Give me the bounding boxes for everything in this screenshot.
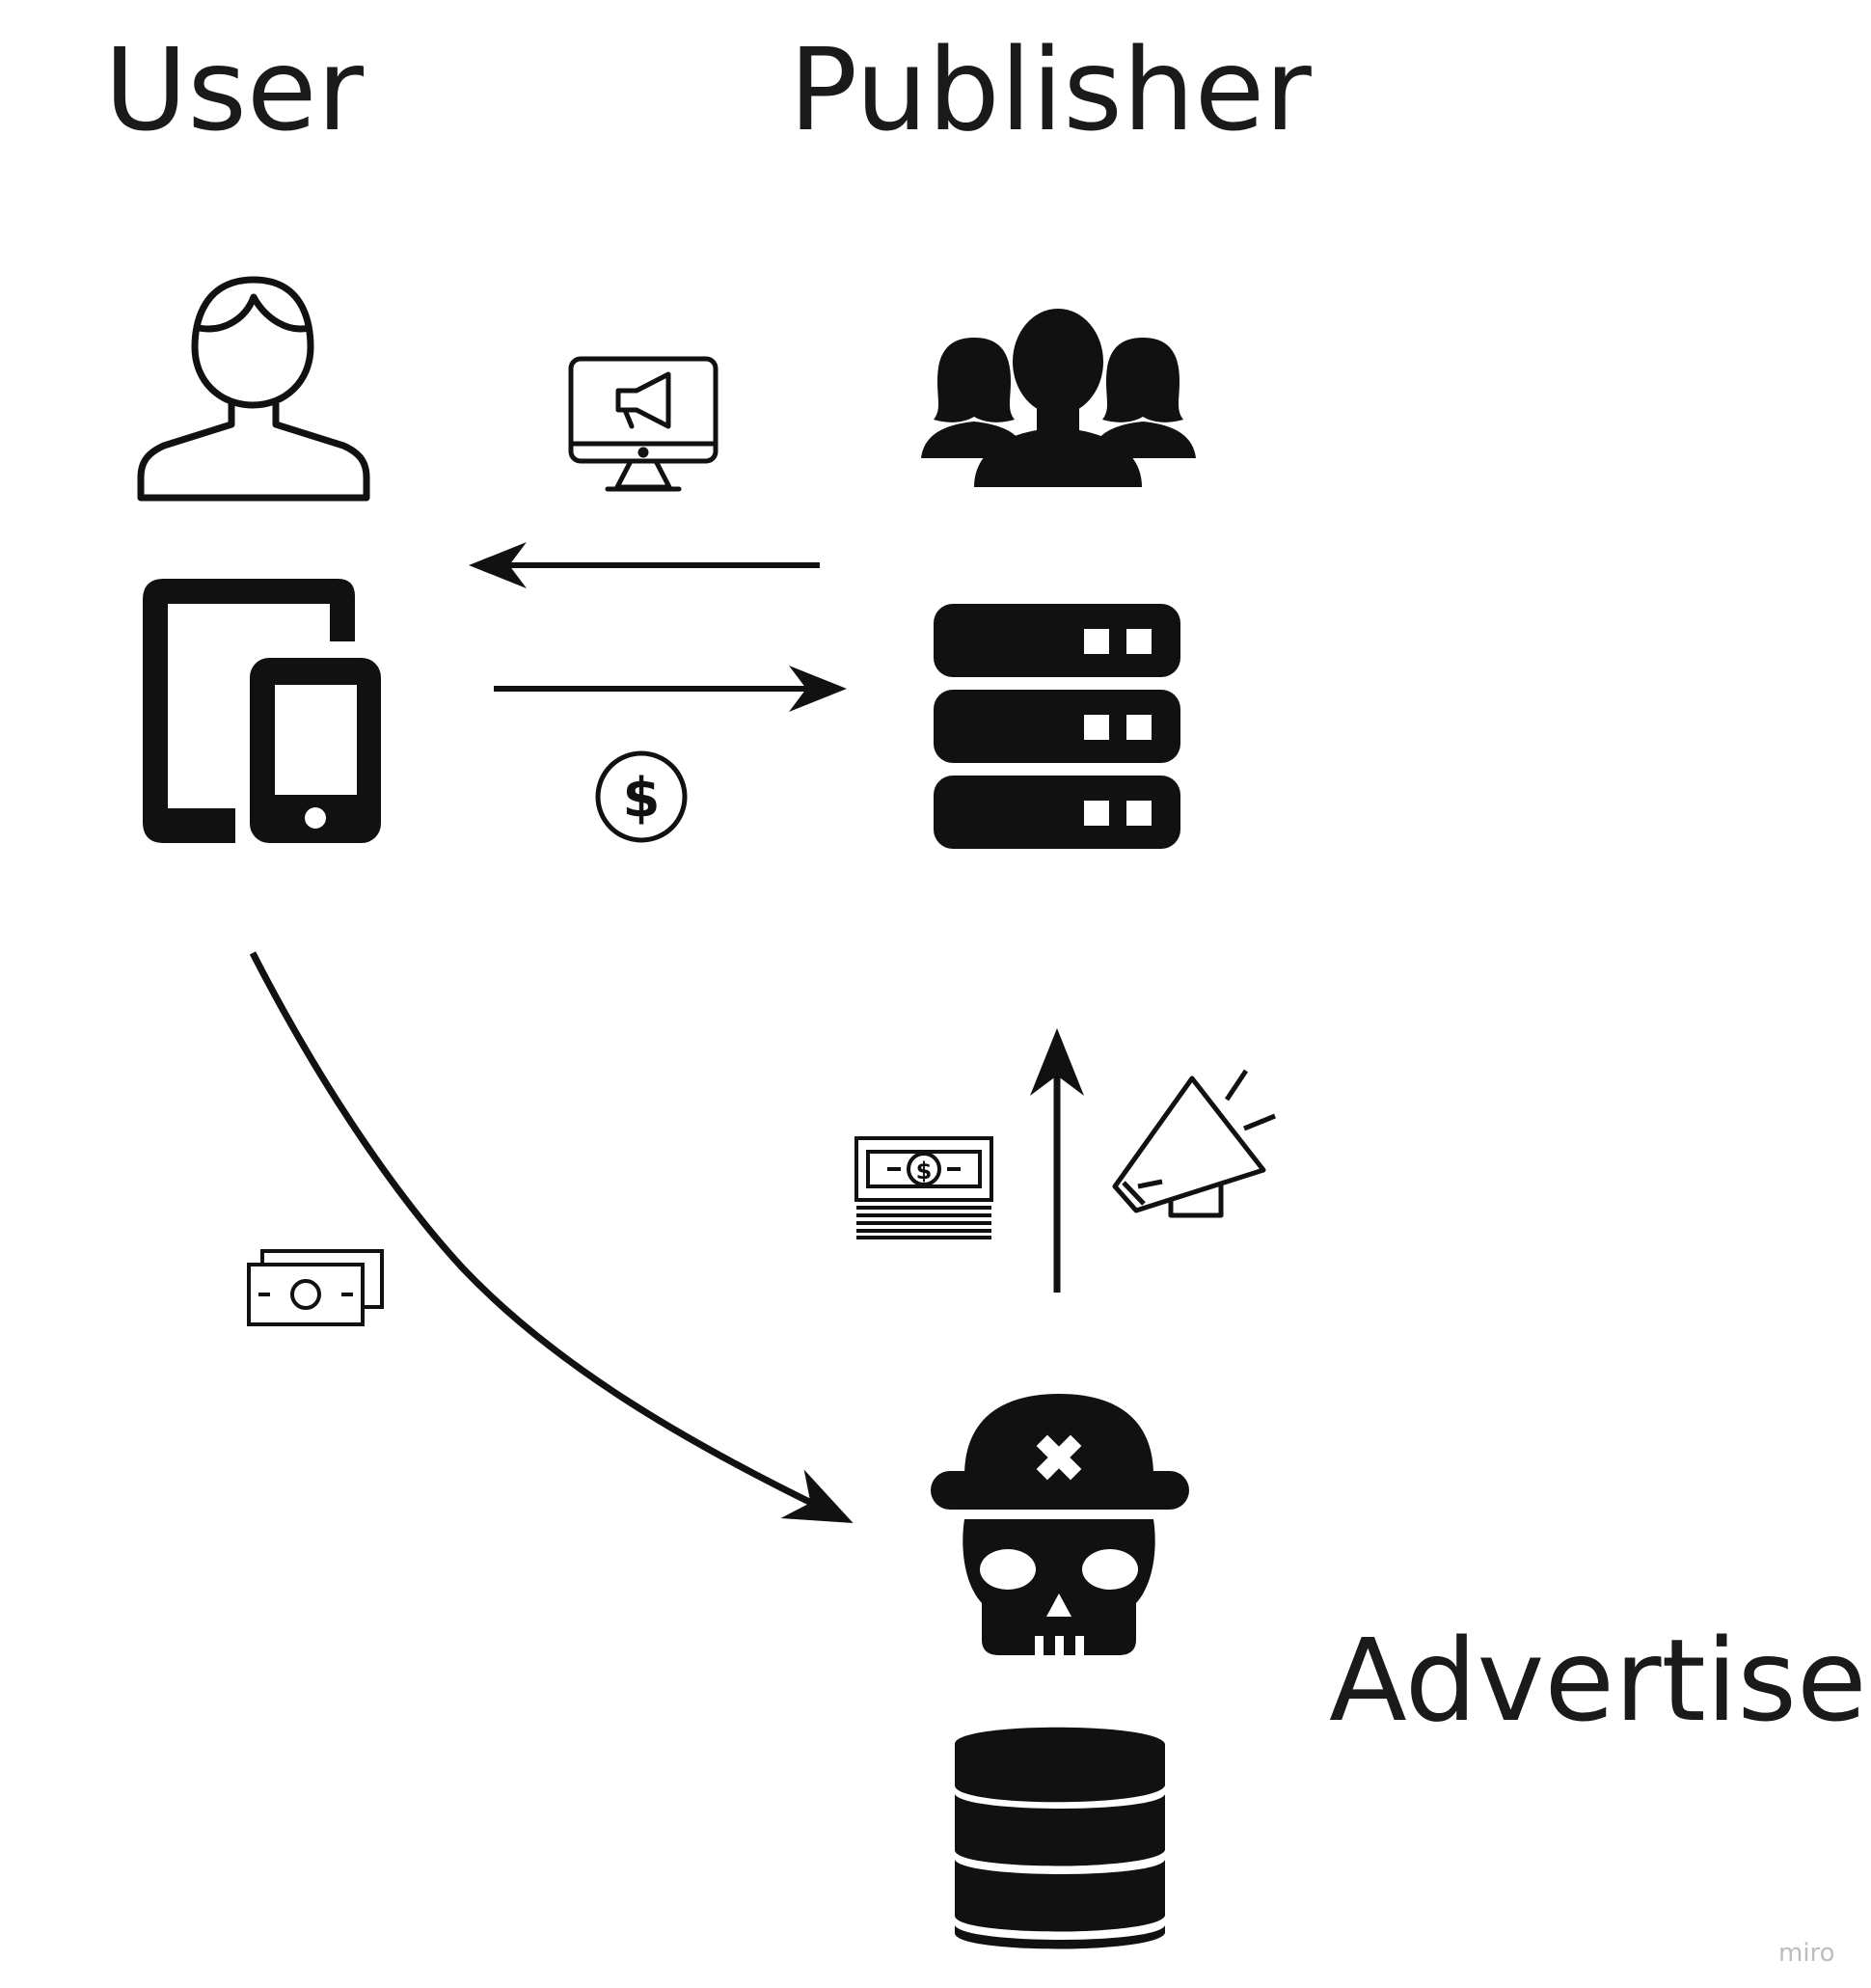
cash-stack-icon: $ (854, 1136, 993, 1239)
database-icon (955, 1727, 1165, 1949)
publisher-label: Publisher (789, 23, 1312, 156)
monitor-megaphone-icon (568, 356, 719, 492)
advertiser-label: Advertiser (1329, 1614, 1871, 1747)
miro-watermark: miro (1778, 1939, 1835, 1968)
svg-text:$: $ (916, 1157, 933, 1185)
arrow-user-to-advertiser (249, 951, 854, 1524)
server-stack-icon (934, 604, 1180, 849)
cash-bills-icon (247, 1249, 384, 1326)
audience-group-icon (921, 309, 1196, 487)
dollar-coin-icon: $ (595, 750, 688, 843)
tablet-phone-icon (143, 579, 381, 843)
user-label: User (104, 23, 364, 156)
megaphone-icon (1112, 1069, 1276, 1218)
pirate-skull-icon (931, 1394, 1189, 1655)
user-icon (137, 276, 370, 502)
svg-text:$: $ (623, 767, 661, 830)
